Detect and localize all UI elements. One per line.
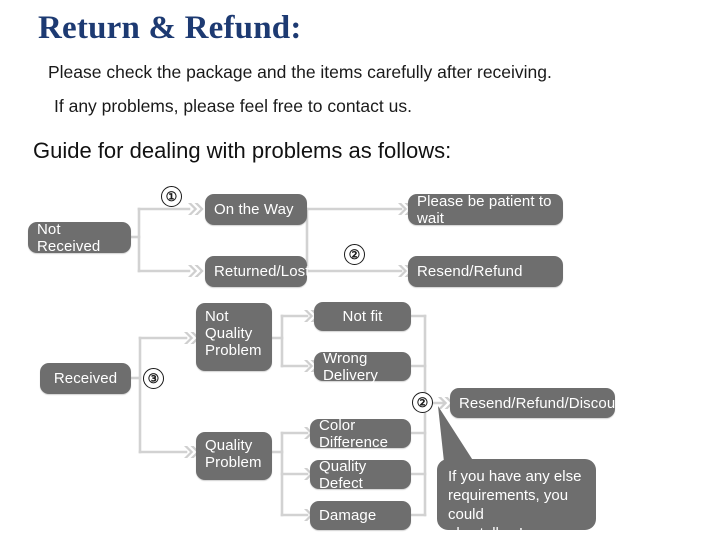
step-marker-2-top: ② — [344, 244, 365, 265]
node-please-be-patient-to-wait[interactable]: Please be patient to wait — [408, 193, 563, 227]
node-line: Quality — [205, 437, 253, 454]
guide-heading: Guide for dealing with problems as follo… — [33, 138, 452, 163]
node-line: Problem — [205, 342, 262, 359]
callout-line: If you have any else — [448, 468, 582, 485]
callout-bubble: If you have any else requirements, you c… — [437, 459, 596, 542]
node-line: Problem — [205, 454, 262, 471]
callout-line: also tell us! — [448, 525, 524, 542]
node-on-the-way[interactable]: On the Way — [205, 194, 307, 225]
node-received[interactable]: Received — [40, 363, 131, 394]
step-marker-3: ③ — [143, 368, 164, 389]
step-marker-1: ① — [161, 186, 182, 207]
node-damage[interactable]: Damage — [310, 501, 411, 530]
node-quality-problem[interactable]: Quality Problem — [196, 432, 272, 480]
intro-line-2: If any problems, please feel free to con… — [54, 96, 412, 116]
node-wrong-delivery[interactable]: Wrong Delivery — [314, 350, 411, 384]
node-line: Not — [205, 308, 229, 325]
node-line: Quality — [205, 325, 253, 342]
callout-tail — [438, 406, 474, 462]
node-not-fit[interactable]: Not fit — [314, 302, 411, 331]
callout-line: requirements, you could — [448, 487, 569, 523]
node-resend-refund-discount[interactable]: Resend/Refund/Discount — [450, 388, 628, 418]
page-title: Return & Refund: — [38, 10, 302, 46]
node-not-received[interactable]: Not Received — [28, 221, 131, 255]
node-returned-lost[interactable]: Returned/Lost — [205, 256, 309, 287]
intro-line-1: Please check the package and the items c… — [48, 62, 552, 82]
node-not-quality-problem[interactable]: Not Quality Problem — [196, 303, 272, 371]
node-color-difference[interactable]: Color Difference — [310, 417, 411, 451]
node-quality-defect[interactable]: Quality Defect — [310, 458, 411, 492]
node-resend-refund[interactable]: Resend/Refund — [408, 256, 563, 287]
step-marker-2-bottom: ② — [412, 392, 433, 413]
